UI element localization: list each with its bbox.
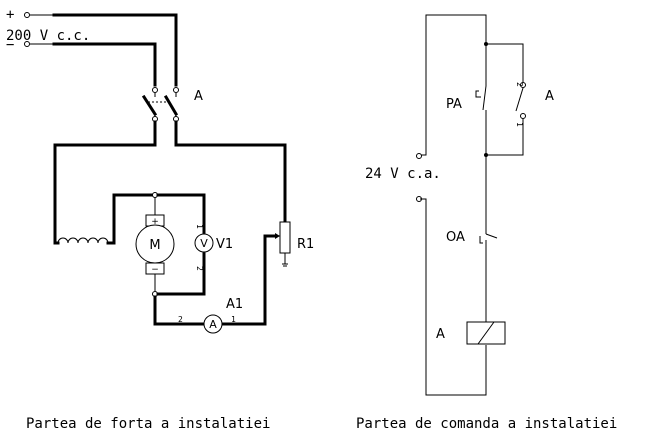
main-switch [141, 87, 179, 122]
aux-pin2: 2 [515, 82, 524, 87]
ac-terminal-top [416, 153, 422, 159]
aux-pin1: 1 [515, 122, 524, 127]
plus-terminal [24, 12, 30, 18]
supply-wire-minus [52, 42, 157, 87]
plus-sign: + [6, 7, 14, 23]
power-caption: Partea de forta a instalatiei [26, 416, 270, 432]
motor-minus-label: − [151, 265, 159, 275]
start-button-label: PA [446, 97, 462, 112]
voltmeter-pin2: 2 [195, 266, 204, 271]
aux-contact-label: A [545, 89, 554, 104]
wire-to-ammeter [153, 295, 205, 326]
voltmeter-pin1: 1 [195, 224, 204, 229]
voltmeter-symbol-label: V [200, 237, 208, 250]
field-winding [57, 237, 109, 244]
aux-wire-top [486, 43, 524, 82]
start-button-contact [482, 85, 487, 111]
coil-label: A [436, 327, 445, 342]
power-circuit: + 200 V c.c. − A [6, 7, 314, 334]
rheostat-symbol [279, 221, 291, 254]
supply-label-ac: 24 V c.a. [365, 166, 441, 182]
wire-winding-to-motor [106, 193, 157, 245]
wire-to-voltmeter [156, 193, 206, 234]
rheostat-label: R1 [297, 237, 314, 252]
rheostat-wiper-arrow [275, 233, 280, 239]
stop-button-contact [485, 233, 498, 239]
aux-wire-bottom [486, 119, 524, 156]
minus-sign: − [6, 37, 14, 53]
ammeter-label: A1 [226, 297, 243, 312]
voltmeter-label: V1 [216, 237, 233, 252]
control-rail-bottom [420, 198, 487, 396]
supply-wire-plus [52, 13, 178, 87]
supply-label-dc: 200 V c.c. [6, 28, 90, 44]
control-caption: Partea de comanda a instalatiei [356, 416, 617, 432]
main-switch-label: A [194, 89, 203, 104]
stop-button-actuator [479, 236, 483, 244]
wire-voltmeter-return [156, 252, 206, 296]
wire-right-branch [174, 120, 287, 224]
voltmeter-symbol [194, 233, 214, 253]
control-circuit: 24 V c.a. PA 2 1 A OA A [365, 14, 554, 396]
motor-label: M [149, 238, 160, 253]
start-button-actuator [475, 90, 481, 98]
control-rail-top [420, 14, 487, 156]
stop-button-label: OA [446, 230, 465, 245]
minus-terminal [24, 41, 30, 47]
motor-plus-label: + [151, 217, 159, 227]
wire-left-branch [53, 120, 157, 245]
aux-contact [515, 87, 524, 112]
ammeter-pin2: 2 [178, 315, 183, 324]
ammeter-pin1: 1 [231, 315, 236, 324]
ammeter-symbol-label: A [209, 318, 217, 331]
